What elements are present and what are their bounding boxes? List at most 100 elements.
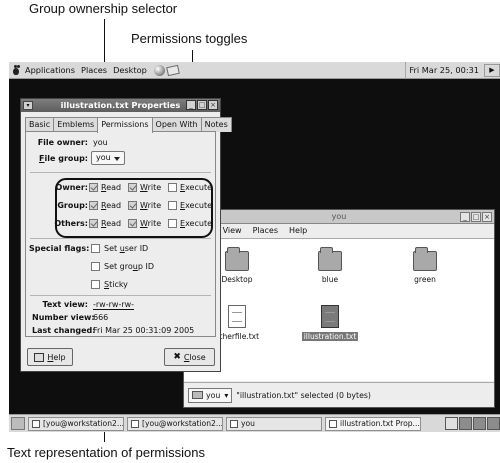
others-write-checkbox[interactable] bbox=[128, 219, 137, 228]
number-view-label: Number view: bbox=[32, 313, 95, 322]
minimize-icon[interactable]: _ bbox=[460, 212, 470, 222]
close-window-icon[interactable]: × bbox=[482, 212, 492, 222]
dialog-titlebar[interactable]: ▾ illustration.txt Properties _ □ × bbox=[21, 99, 220, 112]
file-owner-value: you bbox=[93, 138, 108, 147]
desktop-menu[interactable]: Desktop bbox=[113, 65, 147, 75]
terminal-icon bbox=[32, 419, 40, 428]
group-read-checkbox[interactable] bbox=[89, 201, 98, 210]
perm-label-owner: Owner: bbox=[55, 183, 88, 192]
top-panel: Applications Places Desktop Fri Mar 25, … bbox=[9, 62, 500, 79]
owner-read-checkbox[interactable] bbox=[89, 183, 98, 192]
file-item-otherfile[interactable]: otherfile.txt bbox=[197, 305, 277, 341]
sticky-label: Sticky bbox=[104, 280, 128, 289]
applications-label: Applications bbox=[25, 65, 76, 75]
dialog-tabs: Basic Emblems Permissions Open With Note… bbox=[25, 117, 232, 133]
owner-execute-checkbox[interactable] bbox=[168, 183, 177, 192]
taskbar-item-file-manager[interactable]: you bbox=[226, 416, 322, 431]
file-item-illustration[interactable]: illustration.txt bbox=[290, 305, 370, 341]
group-write-checkbox[interactable] bbox=[128, 201, 137, 210]
taskbar-item-properties[interactable]: illustration.txt Prop... bbox=[325, 416, 421, 431]
callout-group-selector: Group ownership selector bbox=[29, 1, 178, 16]
others-read-checkbox[interactable] bbox=[89, 219, 98, 228]
taskbar-item-terminal-2[interactable]: [you@workstation2... bbox=[127, 416, 223, 431]
close-icon: ✖ bbox=[173, 352, 181, 362]
volume-icon[interactable]: ▶ bbox=[484, 63, 500, 77]
show-desktop-icon[interactable] bbox=[11, 417, 25, 430]
tab-emblems[interactable]: Emblems bbox=[53, 117, 99, 132]
close-window-icon[interactable]: × bbox=[208, 100, 218, 110]
file-item-desktop[interactable]: Desktop bbox=[197, 247, 277, 284]
places-menu[interactable]: Places bbox=[81, 65, 108, 75]
close-button[interactable]: ✖ Close bbox=[164, 348, 215, 366]
text-file-icon bbox=[228, 305, 246, 328]
file-item-green[interactable]: green bbox=[385, 247, 465, 284]
callout-permissions-toggles: Permissions toggles bbox=[131, 31, 248, 46]
set-group-id-checkbox[interactable] bbox=[91, 262, 100, 271]
mail-icon[interactable] bbox=[166, 64, 180, 76]
bottom-panel: [you@workstation2... [you@workstation2..… bbox=[9, 414, 500, 432]
others-execute-checkbox[interactable] bbox=[168, 219, 177, 228]
owner-write-checkbox[interactable] bbox=[128, 183, 137, 192]
perm-label-group: Group: bbox=[57, 201, 88, 210]
maximize-icon[interactable]: □ bbox=[197, 100, 207, 110]
file-owner-label: File owner: bbox=[37, 138, 88, 147]
divider bbox=[30, 295, 211, 296]
others-read-label: Read bbox=[101, 219, 122, 228]
desktop-folder-icon bbox=[225, 247, 249, 271]
tab-notes[interactable]: Notes bbox=[200, 117, 232, 132]
permissions-highlight-ring bbox=[55, 178, 213, 238]
set-group-id-label: Set group ID bbox=[104, 262, 154, 271]
web-browser-icon[interactable] bbox=[153, 64, 165, 76]
file-manager-title: you bbox=[331, 212, 347, 221]
workspace-2[interactable] bbox=[459, 417, 472, 430]
set-user-id-label: Set user ID bbox=[104, 244, 149, 253]
workspace-3[interactable] bbox=[473, 417, 486, 430]
help-button[interactable]: Help bbox=[27, 348, 73, 366]
maximize-icon[interactable]: □ bbox=[471, 212, 481, 222]
window-menu-icon[interactable]: ▾ bbox=[23, 101, 33, 110]
applications-menu[interactable]: Applications bbox=[9, 62, 78, 79]
clock[interactable]: Fri Mar 25, 00:31 bbox=[405, 62, 482, 79]
terminal-icon bbox=[131, 419, 139, 428]
dialog-title: illustration.txt Properties bbox=[60, 100, 181, 110]
menu-help[interactable]: Help bbox=[289, 226, 308, 235]
others-write-label: Write bbox=[140, 219, 162, 228]
last-changed-value: Fri Mar 25 00:31:09 2005 bbox=[93, 326, 195, 335]
group-execute-label: Execute bbox=[180, 201, 212, 210]
taskbar-item-terminal-1[interactable]: [you@workstation2... bbox=[28, 416, 124, 431]
workspace-4[interactable] bbox=[487, 417, 500, 430]
status-text: "illustration.txt" selected (0 bytes) bbox=[236, 390, 371, 400]
tab-permissions[interactable]: Permissions bbox=[97, 117, 153, 133]
folder-icon bbox=[318, 247, 342, 271]
properties-dialog: ▾ illustration.txt Properties _ □ × Basi… bbox=[20, 98, 232, 372]
folder-icon bbox=[230, 419, 238, 428]
text-view-label: Text view: bbox=[42, 300, 88, 309]
tab-basic[interactable]: Basic bbox=[25, 117, 55, 132]
menu-places[interactable]: Places bbox=[252, 226, 279, 235]
sticky-checkbox[interactable] bbox=[91, 280, 100, 289]
perm-label-others: Others: bbox=[54, 219, 88, 228]
file-item-blue[interactable]: blue bbox=[290, 247, 370, 284]
chevron-down-icon bbox=[114, 157, 120, 161]
special-flags-label: Special flags: bbox=[29, 244, 90, 253]
text-view-value: -rw-rw-rw- bbox=[93, 300, 135, 310]
location-selector[interactable]: you ▾ bbox=[188, 387, 233, 403]
file-manager-window: you _ □ × lit View Places Help Desktop b… bbox=[183, 209, 495, 408]
callout-text-representation: Text representation of permissions bbox=[7, 445, 205, 460]
chevron-down-icon: ▾ bbox=[224, 390, 229, 400]
minimize-icon[interactable]: _ bbox=[186, 100, 196, 110]
workspace-1[interactable] bbox=[445, 417, 458, 430]
group-execute-checkbox[interactable] bbox=[168, 201, 177, 210]
owner-execute-label: Execute bbox=[180, 183, 212, 192]
set-user-id-checkbox[interactable] bbox=[91, 244, 100, 253]
help-icon bbox=[34, 352, 45, 362]
menu-view[interactable]: View bbox=[222, 226, 242, 235]
file-manager-statusbar: you ▾ "illustration.txt" selected (0 byt… bbox=[184, 382, 494, 407]
file-manager-menubar: lit View Places Help bbox=[184, 224, 494, 237]
divider bbox=[30, 238, 211, 239]
file-group-selector[interactable]: you bbox=[91, 151, 125, 165]
text-file-icon bbox=[321, 305, 339, 328]
file-manager-titlebar[interactable]: you _ □ × bbox=[184, 210, 494, 224]
divider bbox=[30, 172, 211, 173]
tab-open-with[interactable]: Open With bbox=[151, 117, 202, 132]
